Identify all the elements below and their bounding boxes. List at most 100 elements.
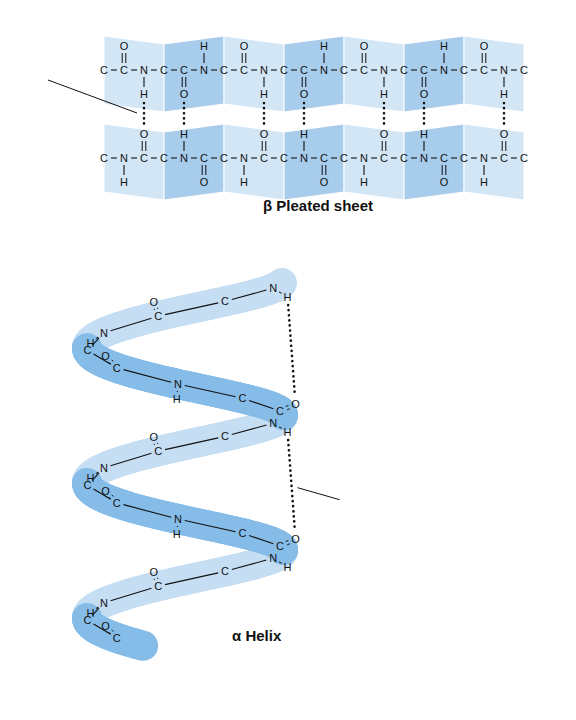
double-bond (142, 141, 143, 151)
atom-label: C (100, 65, 108, 76)
atom-label: H (360, 177, 368, 188)
atom-label: C (140, 153, 148, 164)
double-bond (482, 53, 483, 63)
bond-line (231, 157, 237, 158)
atom-label: N (360, 153, 368, 164)
atom-label: O (180, 89, 189, 100)
double-bond (287, 544, 290, 545)
bond-line (371, 69, 377, 70)
hydrogen-bond (288, 305, 295, 396)
bond-line (111, 157, 117, 158)
hydrogen-bond (143, 103, 146, 125)
atom-label: H (284, 292, 292, 303)
atom-label: O (360, 41, 369, 52)
atom-label: C (100, 153, 108, 164)
atom-label: C (84, 345, 92, 356)
atom-label: N (240, 153, 248, 164)
atom-label: C (400, 153, 408, 164)
pleat-plane (224, 124, 284, 200)
bond-line (279, 292, 281, 293)
bond-line (411, 157, 417, 158)
bond-line (331, 157, 337, 158)
bond-line (165, 303, 218, 315)
atom-label: N (300, 153, 308, 164)
atom-label: O (260, 129, 269, 140)
atom-label: C (240, 65, 248, 76)
atom-label: H (320, 41, 328, 52)
atom-label: O (101, 486, 110, 497)
bond-line (165, 573, 218, 585)
atom-label: H (173, 394, 181, 405)
bond-line (151, 157, 157, 158)
atom-label: C (420, 65, 428, 76)
bond-line (511, 157, 517, 158)
atom-label: C (113, 362, 121, 373)
atom-label: C (154, 311, 162, 322)
atom-label: C (460, 153, 468, 164)
atom-label: C (480, 65, 488, 76)
atom-label: O (480, 41, 489, 52)
atom-label: N (380, 65, 388, 76)
atom-label: N (269, 553, 277, 564)
atom-label: N (260, 65, 268, 76)
atom-label: O (150, 431, 159, 442)
atom-label: C (200, 153, 208, 164)
double-bond (322, 165, 323, 175)
atom-label: C (276, 406, 284, 417)
bond-line (124, 370, 172, 383)
atom-label: C (280, 153, 288, 164)
bond-line (123, 165, 124, 175)
double-bond (286, 405, 289, 406)
double-bond (112, 630, 114, 632)
atom-label: C (238, 393, 246, 404)
atom-label: O (101, 621, 110, 632)
double-bond (265, 141, 266, 151)
atom-label: C (500, 153, 508, 164)
atom-label: C (440, 153, 448, 164)
atom-label: O (101, 351, 110, 362)
atom-label: N (440, 65, 448, 76)
atom-label: O (291, 399, 300, 410)
atom-label: C (180, 65, 188, 76)
bond-line (191, 69, 197, 70)
atom-label: H (240, 177, 248, 188)
atom-label: O (500, 129, 509, 140)
bond-line (143, 77, 144, 87)
atom-label: C (280, 65, 288, 76)
atom-label: H (140, 89, 148, 100)
double-bond (157, 443, 158, 444)
atom-label: C (460, 65, 468, 76)
bond-line (279, 562, 281, 563)
double-bond (125, 53, 126, 63)
bond-line (471, 157, 477, 158)
atom-label: C (154, 446, 162, 457)
double-bond (302, 77, 303, 87)
double-bond (109, 497, 111, 499)
atom-label: O (380, 129, 389, 140)
bond-line (211, 69, 217, 70)
atom-label: N (174, 514, 182, 525)
double-bond (505, 141, 506, 151)
pleat-plane (464, 36, 524, 112)
atom-label: C (220, 65, 228, 76)
double-bond (262, 141, 263, 151)
bond-line (451, 157, 457, 158)
bond-line (471, 69, 477, 70)
atom-label: O (240, 41, 249, 52)
bond-line (251, 69, 257, 70)
pleat-plane (404, 36, 464, 112)
atom-label: O (120, 41, 129, 52)
atom-label: N (269, 418, 277, 429)
pleat-plane (344, 36, 404, 112)
bond-line (191, 157, 197, 158)
pleat-plane (164, 124, 224, 200)
atom-label: C (160, 65, 168, 76)
double-bond (145, 141, 146, 151)
double-bond (442, 165, 443, 175)
bond-line (171, 157, 177, 158)
atom-label: C (113, 497, 121, 508)
atom-label: N (100, 597, 108, 608)
bond-line (483, 165, 484, 175)
atom-label: N (180, 153, 188, 164)
bond-line (291, 157, 297, 158)
